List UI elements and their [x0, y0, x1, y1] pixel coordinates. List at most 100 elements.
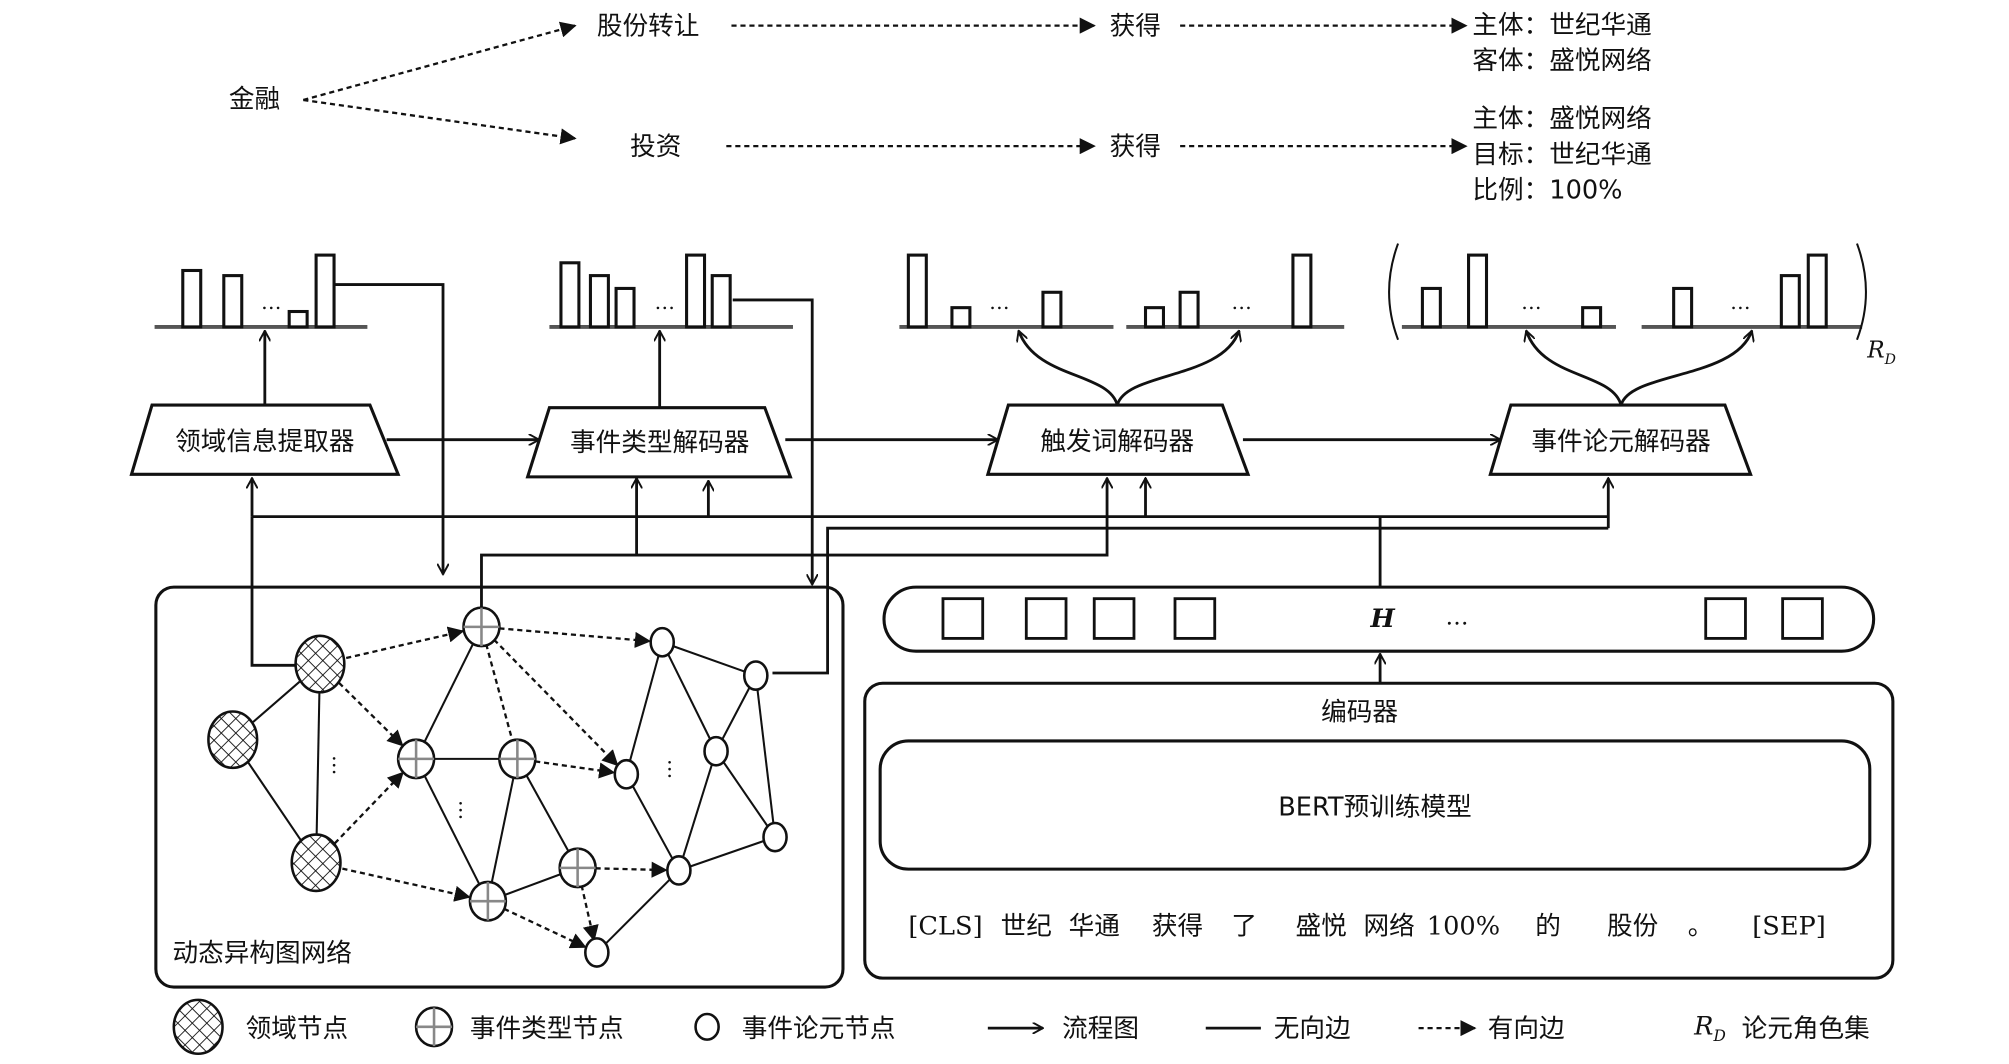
argument-item: 客体：盛悦网络: [1472, 46, 1651, 76]
directed-edge: [338, 682, 404, 747]
distribution-bar: [222, 274, 244, 329]
hidden-state-cell: [1704, 597, 1747, 640]
legend-item: 事件论元节点: [694, 1012, 896, 1044]
undirected-edge: [247, 761, 302, 842]
input-token: 网络: [1363, 912, 1414, 942]
svg-text:事件论元节点: 事件论元节点: [742, 1014, 896, 1044]
module-event-type-decoder: 事件类型解码器: [525, 406, 793, 479]
role-set-symbol: RD: [1866, 338, 1896, 368]
event-type-node: [462, 606, 501, 648]
graph-output-line: [250, 516, 300, 667]
svg-text:领域节点: 领域节点: [246, 1014, 348, 1044]
feedback-line: [335, 283, 443, 575]
input-token: 了: [1231, 912, 1257, 942]
undirected-edge: [720, 685, 752, 742]
argument-item: 主体：盛悦网络: [1472, 104, 1651, 134]
flow-arrow: [1115, 331, 1239, 406]
event-type-node: [498, 738, 537, 780]
flow-arrow: [1019, 331, 1119, 406]
output-distributions: ………………: [154, 253, 1863, 329]
distribution-ellipsis: …: [1231, 290, 1251, 314]
undirected-edge: [666, 652, 712, 742]
module-trigger-decoder: 触发词解码器: [985, 403, 1251, 476]
probability-distribution: …: [1641, 253, 1863, 329]
input-token: 的: [1535, 912, 1561, 942]
input-token: 100%: [1427, 912, 1500, 942]
distribution-ellipsis: …: [261, 290, 282, 314]
argument-item: 目标：世纪华通: [1472, 140, 1651, 170]
undirected-edge: [630, 783, 675, 861]
directed-edge: [342, 867, 471, 902]
distribution-bar: [559, 261, 581, 329]
graph-panel-title: 动态异构图网络: [173, 938, 352, 968]
input-token: [SEP]: [1752, 912, 1826, 942]
event-type-label: 股份转让: [597, 12, 700, 42]
directed-edge: [499, 627, 652, 648]
distribution-bar: [181, 268, 203, 329]
argument-item: 主体：世纪华通: [1472, 10, 1651, 40]
domain-node: [290, 833, 342, 893]
legend-item: 无向边: [1205, 1014, 1351, 1044]
directed-edge: [333, 771, 404, 845]
undirected-edge: [525, 774, 570, 853]
svg-text:论元角色集: 论元角色集: [1742, 1014, 1870, 1044]
hidden-state-ellipsis: …: [1445, 604, 1468, 630]
directed-edge: [493, 638, 619, 767]
argument-node: [666, 855, 692, 886]
undirected-edge: [423, 642, 475, 744]
distribution-bar: [287, 309, 309, 329]
probability-distribution: …: [549, 253, 793, 329]
graph-output-line: [480, 478, 1107, 613]
tree-edge: [303, 98, 577, 145]
undirected-edge: [485, 643, 514, 742]
svg-text:触发词解码器: 触发词解码器: [1040, 427, 1194, 457]
event-type-node: [396, 738, 436, 780]
distribution-bar: [906, 253, 928, 329]
tree-edge: [302, 21, 577, 102]
argument-node: [584, 937, 610, 968]
role-set-bracket-right: [1856, 243, 1867, 341]
svg-text:事件类型节点: 事件类型节点: [470, 1014, 624, 1044]
undirected-edge: [628, 653, 661, 764]
vertical-ellipsis: …: [328, 755, 352, 776]
argument-item: 比例：100%: [1472, 176, 1622, 206]
legend-item: RD 论元角色集: [1693, 1012, 1870, 1045]
graph-output-line: [772, 526, 1609, 675]
event-type-node: [558, 847, 597, 889]
flow-arrow: [1619, 331, 1752, 406]
distribution-bar: [588, 274, 610, 329]
undirected-edge: [756, 686, 775, 826]
undirected-edge: [681, 761, 714, 860]
input-token: 盛悦: [1296, 912, 1347, 942]
distribution-bar: [1806, 253, 1828, 329]
hidden-state-cell: [941, 597, 985, 640]
probability-distribution: …: [899, 253, 1114, 329]
input-token: 。: [1688, 912, 1714, 942]
distribution-bar: [1420, 286, 1442, 329]
distribution-bar: [1779, 274, 1801, 329]
hidden-state-cells: [941, 597, 1824, 640]
distribution-ellipsis: …: [989, 290, 1010, 314]
hidden-state-cell: [1781, 597, 1824, 640]
input-token: 获得: [1152, 912, 1203, 942]
undirected-edge: [490, 776, 515, 884]
distribution-bar: [1143, 306, 1165, 329]
svg-text:流程图: 流程图: [1062, 1014, 1139, 1044]
legend-item: 有向边: [1418, 1014, 1565, 1044]
undirected-edge: [672, 645, 746, 673]
distribution-bar: [1291, 253, 1313, 329]
input-token: 世纪: [1001, 912, 1052, 942]
distribution-bar: [314, 253, 336, 329]
svg-text:领域信息提取器: 领域信息提取器: [175, 427, 354, 457]
role-set-bracket-left: [1388, 243, 1400, 341]
event-tree: 金融 股份转让 获得 投资 获得 主体：世纪华通客体：盛悦网络主体：盛悦网络目标…: [229, 10, 1652, 205]
undirected-edge: [721, 760, 770, 829]
svg-text:事件类型解码器: 事件类型解码器: [570, 428, 749, 458]
directed-edge: [580, 885, 599, 942]
directed-edge: [595, 861, 668, 878]
directed-edge: [503, 907, 587, 949]
legend-item: 流程图: [987, 1014, 1139, 1044]
module-domain-extractor: 领域信息提取器: [129, 403, 401, 476]
heterogeneous-graph: ………: [207, 606, 788, 968]
